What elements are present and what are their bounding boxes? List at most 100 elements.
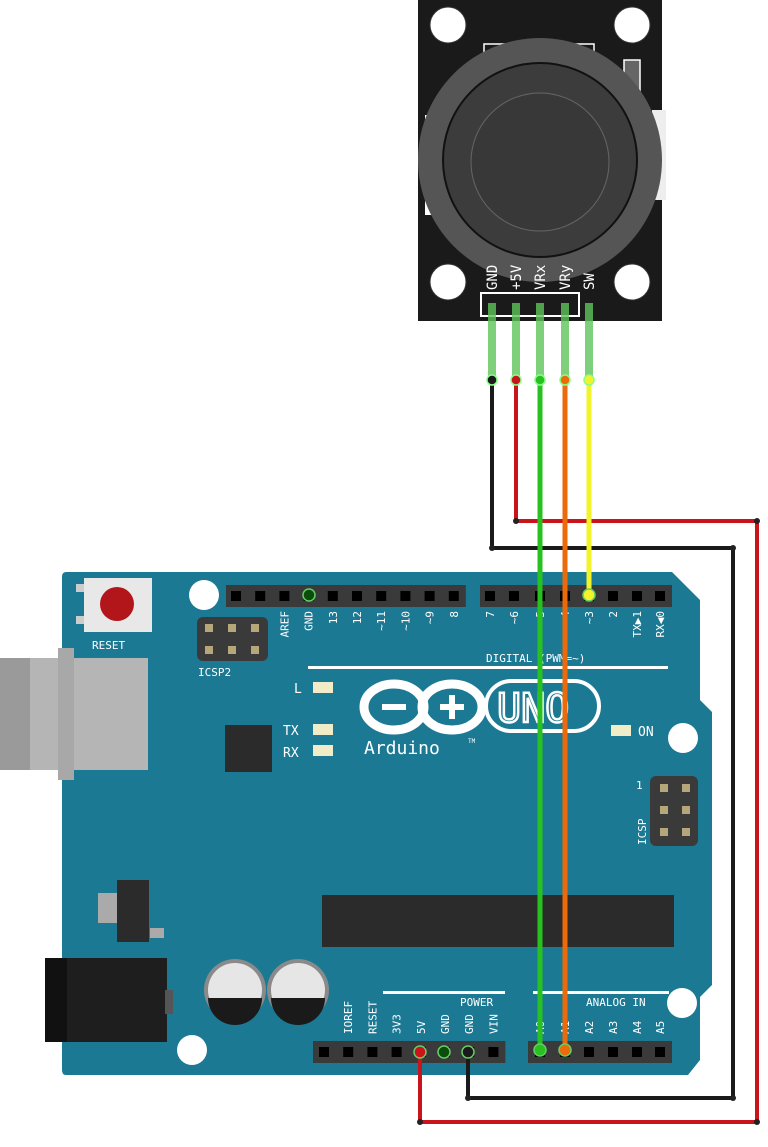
pin-label: GND [303,611,316,631]
wire-bendpoint[interactable] [417,1119,423,1125]
pin-label: ~11 [375,611,388,631]
led-rx-label: RX [283,746,299,761]
header-pin[interactable] [655,591,665,601]
wire-bendpoint[interactable] [513,518,519,524]
header-pin[interactable] [376,591,387,601]
gnd-wire[interactable] [466,380,735,1100]
wire-endpoint [413,1045,427,1059]
pin-label: ~9 [424,611,437,624]
header-pin[interactable] [509,591,519,601]
pin-label: GND [439,1014,452,1034]
led-l [313,682,333,693]
wires [302,374,760,1125]
wire-endpoint [461,1045,475,1059]
header-pin[interactable] [367,1047,378,1057]
wire-bendpoint[interactable] [489,545,495,551]
pin-label: VIN [487,1014,500,1034]
joystick-pin-lead [512,303,520,380]
pin-label: 2 [607,611,620,618]
header-pin[interactable] [608,1047,618,1057]
analog-label: ANALOG IN [586,996,646,1009]
wire-endpoint [437,1045,451,1059]
arduino-uno-board: RESET ICSP2 1 ICSP [0,572,712,1075]
digital-line [308,666,668,669]
pin-label: 7 [484,611,497,618]
mount-hole [177,1035,207,1065]
joystick-pin-label: GND [485,265,501,290]
joystick-pin-lead [561,303,569,380]
arduino-brand: Arduino [364,738,440,759]
arduino-logo [359,679,487,735]
pin-label: RX◀0 [654,611,667,638]
header-pin[interactable] [327,591,338,601]
vcc-wire[interactable] [418,380,759,1124]
board-pcb [62,572,712,1075]
header-pin[interactable] [279,591,290,601]
vrx-wire-end [534,374,546,386]
pin-label: ~10 [399,611,412,631]
wire-bendpoint[interactable] [730,545,736,551]
led-l-label: L [294,682,302,697]
pin-label: 13 [327,611,340,624]
header-pin[interactable] [632,591,642,601]
pin-label: A4 [631,1020,644,1034]
wire-bendpoint[interactable] [465,1095,471,1101]
analog-line [533,991,669,994]
pin-label: IOREF [342,1001,355,1034]
main-chip [322,895,674,947]
header-pin[interactable] [485,591,495,601]
mount-hole [668,723,698,753]
digital-header-left [226,585,466,607]
usb-port-shade [0,658,30,770]
header-pin[interactable] [255,591,266,601]
reset-button[interactable] [76,578,152,632]
sw-wire-end [583,374,595,386]
trademark: TM [468,738,476,745]
led-on [611,725,631,736]
header-pin[interactable] [584,1047,594,1057]
pin-label: A5 [654,1021,667,1034]
capacitor [267,959,329,1025]
header-pin[interactable] [424,591,435,601]
wire-bendpoint[interactable] [754,518,760,524]
led-on-label: ON [638,725,654,740]
wire-bendpoint[interactable] [730,1095,736,1101]
header-pin[interactable] [400,591,411,601]
header-pin[interactable] [632,1047,642,1057]
power-line [383,991,505,994]
digital-label: DIGITAL (PWM=~) [486,652,585,665]
header-pin[interactable] [448,591,459,601]
joystick-pin-lead [536,303,544,380]
pin-label: 8 [448,611,461,618]
wire-endpoint [302,588,316,602]
capacitor [204,959,266,1025]
power-jack [45,958,173,1042]
gnd-wire-end [486,374,498,386]
led-tx [313,724,333,735]
pin-label: ~6 [508,611,521,624]
mount-hole [667,988,697,1018]
pin-label: TX▶1 [631,611,644,638]
header-pin[interactable] [319,1047,329,1057]
header-pin[interactable] [391,1047,402,1057]
joystick-pin-label: VRx [533,265,549,290]
digital-header-right [480,585,672,607]
header-pin[interactable] [231,591,241,601]
header-pin[interactable] [352,591,362,601]
pin-label: A3 [607,1021,620,1034]
pin-label: RESET [366,1001,379,1034]
wire-endpoint [582,588,596,602]
icsp2-header [197,617,268,661]
joystick-pin-label: SW [582,273,598,290]
power-header [313,1041,506,1063]
wire-bendpoint[interactable] [754,1119,760,1125]
header-pin[interactable] [655,1047,665,1057]
icsp-label: ICSP [636,818,649,845]
header-pin[interactable] [343,1047,354,1057]
joystick-knob[interactable] [470,92,610,232]
header-pin[interactable] [488,1047,499,1057]
mount-hole [189,580,219,610]
header-pin[interactable] [608,591,618,601]
wire-endpoint [558,1043,572,1057]
